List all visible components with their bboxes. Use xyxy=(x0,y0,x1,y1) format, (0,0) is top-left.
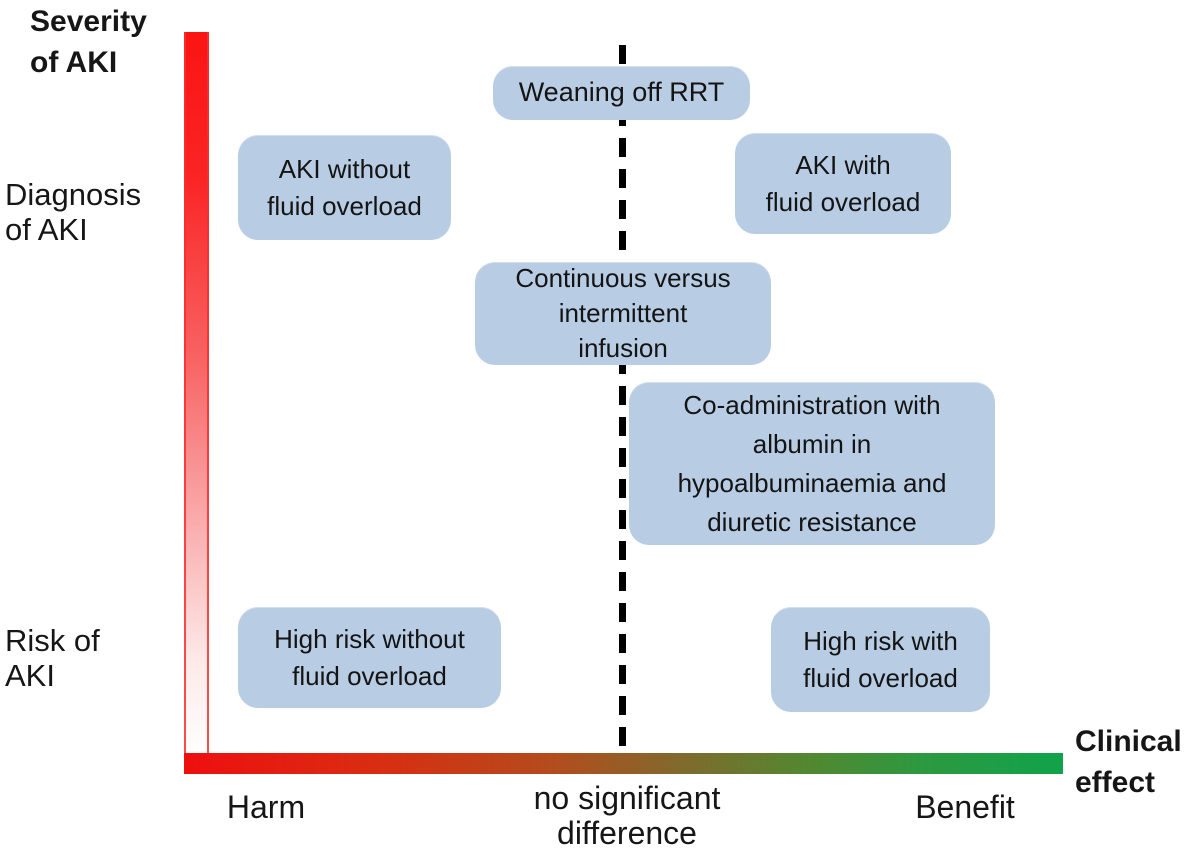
box-coadmin-line3: hypoalbuminaemia and xyxy=(677,467,947,498)
box-coadmin-line2: albumin in xyxy=(752,428,872,459)
box-continuous-line3: infusion xyxy=(578,333,668,364)
y-axis-label-risk-of-aki: Risk of AKI xyxy=(5,623,100,693)
no-difference-dashed-line xyxy=(619,45,626,753)
risk-label-line2: AKI xyxy=(5,657,55,693)
y-axis-title-line2: of AKI xyxy=(30,45,118,79)
x-axis-title-clinical-effect: Clinical effect xyxy=(1075,722,1182,803)
box-continuous-line1: Continuous versus xyxy=(515,262,731,293)
risk-label-line1: Risk of xyxy=(5,623,100,658)
benefit-tick-label: Benefit xyxy=(915,789,1015,825)
center-tick-line2: difference xyxy=(557,815,697,850)
x-axis-tick-no-significant-difference: no significant difference xyxy=(502,780,752,850)
box-aki-without-fluid-overload: AKI without fluid overload xyxy=(238,135,451,240)
box-aki-with-line2: fluid overload xyxy=(765,186,921,217)
box-coadmin-line1: Co-administration with xyxy=(683,389,941,420)
box-high-risk-with-fluid-overload: High risk with fluid overload xyxy=(771,607,990,712)
box-weaning-line1: Weaning off RRT xyxy=(518,77,725,108)
x-axis-title-line2: effect xyxy=(1075,765,1156,799)
box-aki-without-line2: fluid overload xyxy=(267,190,422,221)
box-continuous-versus-intermittent-infusion: Continuous versus intermittent infusion xyxy=(475,262,771,365)
y-axis-title-line1: Severity xyxy=(30,5,147,38)
box-high-with-line1: High risk with xyxy=(803,626,958,657)
y-axis-label-diagnosis-of-aki: Diagnosis of AKI xyxy=(5,177,142,247)
box-weaning-off-rrt: Weaning off RRT xyxy=(493,66,750,120)
center-tick-line1: no significant xyxy=(533,780,721,816)
harm-tick-label: Harm xyxy=(226,789,306,825)
box-high-risk-without-fluid-overload: High risk without fluid overload xyxy=(238,607,501,708)
y-axis-title: Severity of AKI xyxy=(30,2,147,83)
box-high-without-line1: High risk without xyxy=(274,624,465,655)
x-axis-title-line1: Clinical xyxy=(1075,725,1182,758)
x-axis-tick-harm: Harm xyxy=(176,789,356,826)
diagnosis-label-line1: Diagnosis xyxy=(5,177,142,212)
box-aki-with-line1: AKI with xyxy=(795,150,891,181)
box-continuous-line2: intermittent xyxy=(558,297,688,328)
box-high-without-line2: fluid overload xyxy=(292,660,447,691)
x-axis-clinical-effect-gradient-bar xyxy=(184,753,1063,774)
x-axis-tick-benefit: Benefit xyxy=(875,789,1055,826)
box-coadmin-line4: diuretic resistance xyxy=(707,506,917,537)
diagnosis-label-line2: of AKI xyxy=(5,211,88,247)
box-high-with-line2: fluid overload xyxy=(803,662,958,693)
box-aki-with-fluid-overload: AKI with fluid overload xyxy=(735,133,951,234)
box-co-administration-with-albumin: Co-administration with albumin in hypoal… xyxy=(629,382,995,545)
y-axis-severity-gradient-bar xyxy=(184,32,209,753)
box-aki-without-line1: AKI without xyxy=(278,154,411,185)
